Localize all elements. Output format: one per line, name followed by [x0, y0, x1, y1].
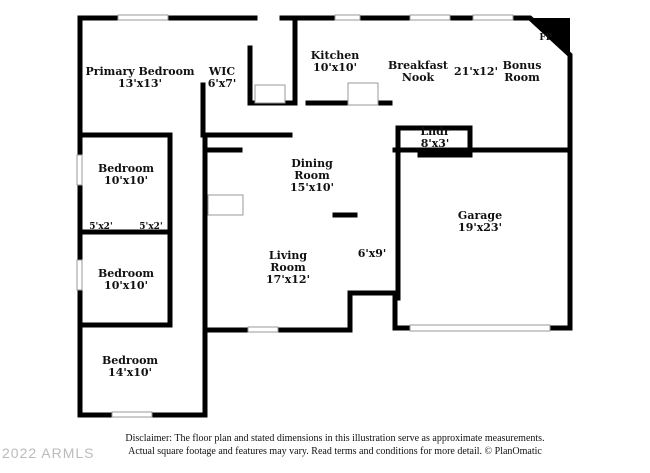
room-dimensions: 8'x3': [420, 137, 450, 150]
room-name: WIC: [208, 65, 236, 78]
closet-1-dimensions: 5'x2': [89, 222, 113, 232]
room-name: Primary Bedroom: [85, 65, 195, 78]
room-name: Garage: [457, 209, 503, 222]
room-name: Bedroom: [101, 354, 159, 367]
room-breakfast-nook: Breakfast Nook: [388, 60, 448, 84]
room-name: Breakfast Nook: [388, 59, 448, 84]
room-dimensions: 10'x10': [104, 279, 148, 292]
room-dimensions: 17'x12': [266, 273, 310, 286]
room-dimensions: 13'x13': [118, 77, 162, 90]
room-name: Living Room: [268, 249, 308, 274]
room-dimensions: 10'x10': [104, 174, 148, 187]
room-dimensions: 6'x7': [207, 77, 237, 90]
disclaimer-line-1: Disclaimer: The floor plan and stated di…: [125, 433, 545, 444]
disclaimer-line-2: Actual square footage and features may v…: [128, 446, 542, 457]
fireplace-label: FP: [539, 33, 553, 43]
closet-2-dimensions: 5'x2': [139, 222, 163, 232]
room-dimensions-nook-bonus: 21'x12': [454, 65, 498, 78]
disclaimer: Disclaimer: The floor plan and stated di…: [100, 432, 570, 458]
room-name: Dining Room: [291, 157, 333, 182]
room-dimensions: 19'x23': [458, 221, 502, 234]
room-bonus: Bonus Room: [502, 60, 542, 84]
room-dimensions: 15'x10': [290, 181, 334, 194]
room-name: Bedroom: [97, 267, 155, 280]
room-dimensions: 10'x10': [313, 61, 357, 74]
room-name: Lndr: [420, 125, 450, 138]
room-name: Bonus Room: [502, 59, 542, 84]
room-dimensions: 14'x10': [108, 366, 152, 379]
room-name: Bedroom: [97, 162, 155, 175]
watermark: 2022 ARMLS: [2, 445, 95, 461]
foyer-dimensions: 6'x9': [357, 247, 387, 260]
room-name: Kitchen: [310, 49, 360, 62]
